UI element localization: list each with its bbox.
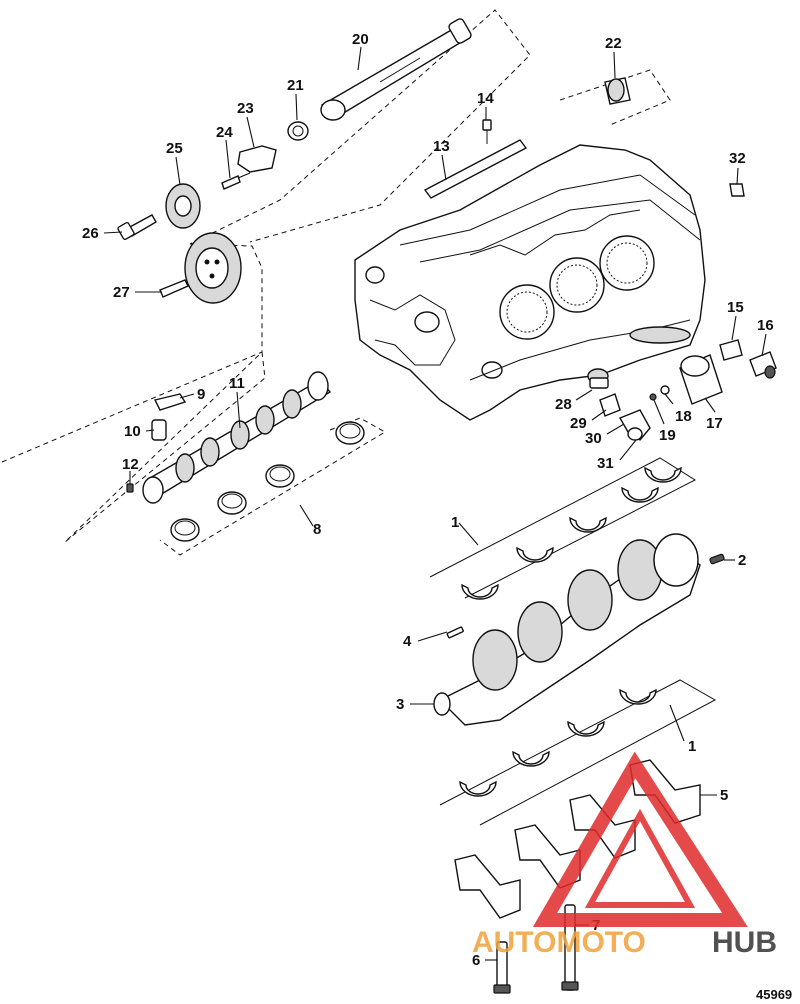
callout-31: 31 xyxy=(597,455,614,472)
balance-shaft-bearing xyxy=(287,121,309,141)
crankshaft-snout xyxy=(433,692,451,716)
main-cap-bolt-short xyxy=(493,941,511,994)
callout-16: 16 xyxy=(757,317,774,334)
callout-20: 20 xyxy=(352,31,369,48)
callout-17: 17 xyxy=(706,415,723,432)
crankshaft-assembly xyxy=(429,457,725,994)
cylinder-bore-1-inner xyxy=(506,291,548,333)
retainer-plate xyxy=(237,145,277,173)
oil-fitting xyxy=(587,368,609,389)
watermark-text-automoto: AUTOMOTO xyxy=(472,926,646,959)
camshaft-assembly xyxy=(126,371,365,542)
gear-bolt xyxy=(117,214,157,241)
valve-lifter xyxy=(151,419,167,441)
camshaft-sprocket xyxy=(184,232,242,304)
callout-18: 18 xyxy=(675,408,692,425)
callout-11: 11 xyxy=(229,375,245,392)
cylinder-bore-2 xyxy=(549,257,605,313)
knock-sensor xyxy=(749,351,777,379)
cam-lobes xyxy=(175,371,329,483)
callout-5: 5 xyxy=(720,787,728,804)
balance-shaft xyxy=(320,18,472,121)
callout-25: 25 xyxy=(166,140,183,157)
callout-30: 30 xyxy=(585,430,602,447)
engine-block-outline xyxy=(354,144,706,421)
cam-bearings xyxy=(170,421,365,542)
sender-washer xyxy=(660,385,670,395)
callout-26: 26 xyxy=(82,225,99,242)
sender-oring xyxy=(649,393,657,401)
callout-1-lower: 1 xyxy=(688,738,696,755)
upper-main-bearings xyxy=(461,466,682,600)
valley-strip xyxy=(423,139,528,199)
cylinder-bore-3-inner xyxy=(606,242,648,284)
watermark-logo: AUTOMOTO HUB xyxy=(472,751,777,959)
rear-bushing xyxy=(604,77,631,105)
side-plug xyxy=(481,361,503,379)
sensor-fitting xyxy=(719,339,743,361)
retainer-bolt xyxy=(221,172,251,190)
callout-28: 28 xyxy=(555,396,572,413)
cylinder-bore-1 xyxy=(499,284,555,340)
watermark-text-hub: HUB xyxy=(712,926,777,959)
block-plug xyxy=(729,183,745,197)
callout-14: 14 xyxy=(477,90,494,107)
cylinder-bore-3 xyxy=(599,235,655,291)
callout-12: 12 xyxy=(122,456,139,473)
oil-pressure-sender xyxy=(679,354,723,405)
block-front-face xyxy=(369,294,456,366)
block-accessories xyxy=(423,119,777,441)
callout-15: 15 xyxy=(727,299,744,316)
front-plug xyxy=(365,266,385,284)
callout-9: 9 xyxy=(197,386,205,403)
watermark-triangle-inner xyxy=(584,808,696,908)
camshaft-group-outline xyxy=(1,9,531,543)
block-deck-edge xyxy=(419,199,701,263)
crankshaft-key xyxy=(446,626,464,639)
callout-3: 3 xyxy=(396,696,404,713)
callout-24: 24 xyxy=(216,124,233,141)
callout-19: 19 xyxy=(659,427,676,444)
crankshaft-dowel xyxy=(709,553,725,565)
camshaft-key xyxy=(126,483,134,493)
callout-21: 21 xyxy=(287,77,304,94)
lower-bearings-outline xyxy=(439,679,717,826)
crank-throws xyxy=(472,533,699,691)
callout-13: 13 xyxy=(433,138,450,155)
callout-labels: 20 21 22 23 24 25 26 27 14 13 32 15 16 1… xyxy=(82,31,774,969)
callout-27: 27 xyxy=(113,284,130,301)
callout-6: 6 xyxy=(472,952,480,969)
callout-4: 4 xyxy=(403,633,412,650)
callout-2: 2 xyxy=(738,552,746,569)
callout-10: 10 xyxy=(124,423,141,440)
camshaft-nose xyxy=(142,476,164,504)
lifter-guide xyxy=(153,393,187,411)
balance-shaft-gear xyxy=(165,183,201,229)
callout-1-upper: 1 xyxy=(451,514,459,531)
watermark-triangle-outer xyxy=(532,751,748,927)
figure-number: 45969 xyxy=(756,987,792,1002)
lifter-valley xyxy=(469,209,641,256)
callout-8: 8 xyxy=(313,521,321,538)
cam-bore xyxy=(414,311,440,333)
block-deck xyxy=(399,174,696,246)
main-bearing-saddle xyxy=(629,326,691,344)
cylinder-bore-2-inner xyxy=(556,264,598,306)
callout-32: 32 xyxy=(729,150,746,167)
engine-block xyxy=(354,144,706,421)
lower-main-bearings xyxy=(459,688,657,797)
callout-22: 22 xyxy=(605,35,622,52)
oil-elbow xyxy=(618,409,651,441)
callout-29: 29 xyxy=(570,415,587,432)
leader-lines xyxy=(103,46,767,961)
camshaft-drive-parts xyxy=(117,18,631,304)
sprocket-bolt xyxy=(159,279,189,298)
strip-bolt xyxy=(482,119,492,144)
callout-23: 23 xyxy=(237,100,254,117)
